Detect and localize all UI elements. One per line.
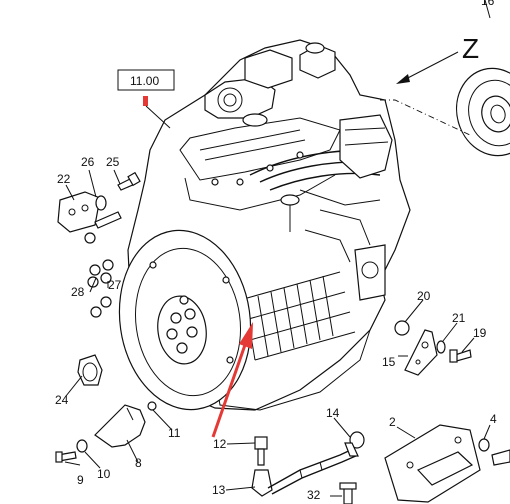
- reference-box-label: 11.00: [130, 74, 159, 88]
- callout-16: 16: [481, 0, 495, 8]
- callout-22: 22: [57, 172, 71, 186]
- callout-4: 4: [490, 412, 497, 426]
- callout-labels: 26 25 22 28 27 24 9 10 8 11 12 13 14 32 …: [55, 0, 497, 502]
- callout-25: 25: [106, 155, 120, 169]
- callout-14: 14: [326, 406, 340, 420]
- pulley-leader: [380, 99, 471, 136]
- callout-13: 13: [212, 483, 226, 497]
- callout-11: 11: [168, 426, 181, 440]
- leader-lines: [64, 169, 491, 497]
- bracket-assembly-left: [57, 171, 141, 244]
- flywheel: [118, 229, 252, 411]
- callout-28: 28: [71, 285, 85, 299]
- part-24-clamp: [77, 354, 103, 386]
- view-z-indicator: Z: [396, 33, 479, 84]
- oil-line-assembly: [251, 431, 365, 504]
- part-15-bracket: [394, 320, 472, 376]
- callout-21: 21: [452, 311, 466, 325]
- crank-pulley: [455, 0, 510, 157]
- callout-20: 20: [417, 289, 431, 303]
- callout-12: 12: [213, 437, 227, 451]
- reference-marker: [143, 96, 148, 106]
- part-2-bracket: [384, 424, 510, 503]
- callout-26: 26: [81, 155, 95, 169]
- callout-27: 27: [108, 278, 122, 292]
- callout-10: 10: [97, 467, 111, 481]
- reference-box: 11.00: [117, 69, 175, 129]
- callout-9: 9: [77, 473, 84, 487]
- callout-24: 24: [55, 393, 69, 407]
- callout-8: 8: [135, 456, 142, 470]
- callout-19: 19: [473, 326, 487, 340]
- part-8-bracket: [55, 401, 157, 463]
- callout-15: 15: [382, 355, 396, 369]
- view-z-label: Z: [462, 33, 479, 64]
- highlight-arrow: [211, 322, 253, 438]
- callout-2: 2: [389, 415, 396, 429]
- callout-32: 32: [307, 488, 321, 502]
